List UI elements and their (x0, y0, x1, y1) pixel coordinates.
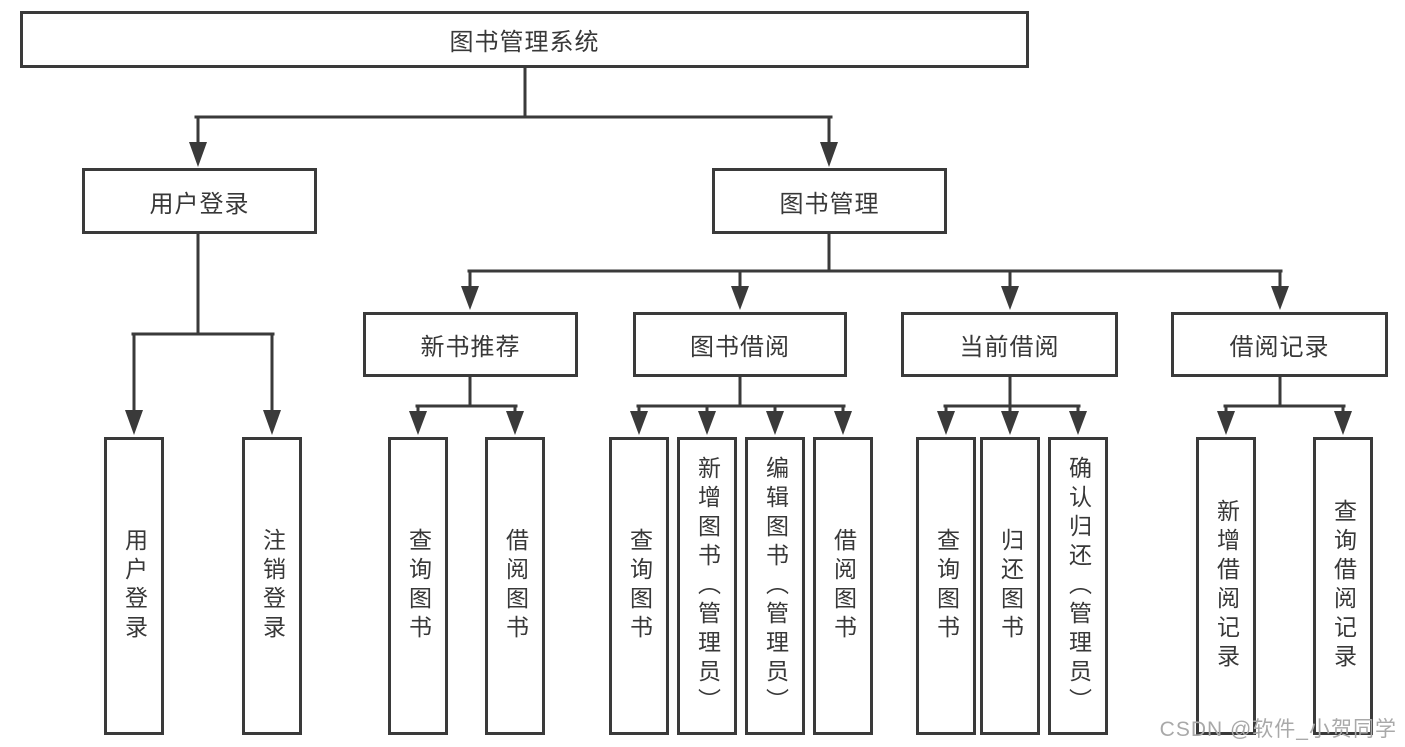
node-label: 图书管理 (779, 190, 880, 218)
node-label: 用户登录 (149, 190, 250, 218)
node-label: 图书借阅 (690, 334, 790, 361)
leaf-newbooks-search-books: 查询图书 (388, 437, 448, 735)
leaf-borrow-borrow-books: 借阅图书 (813, 437, 873, 735)
leaf-current-return-books: 归还图书 (980, 437, 1040, 735)
leaf-label: 编辑图书（管理员） (762, 455, 789, 717)
node-label: 当前借阅 (959, 334, 1060, 361)
leaf-current-search-books: 查询图书 (916, 437, 976, 735)
leaf-logout-login: 注销登录 (242, 437, 302, 735)
node-book-borrowing: 图书借阅 (633, 312, 847, 377)
leaf-label: 确认归还（管理员） (1065, 455, 1092, 717)
leaf-records-search-borrow-record: 查询借阅记录 (1313, 437, 1373, 735)
leaf-borrow-add-books-admin: 新增图书（管理员） (677, 437, 737, 735)
leaf-label: 借阅图书 (830, 528, 857, 644)
leaf-label: 用户登录 (121, 528, 148, 644)
leaf-label: 查询图书 (933, 528, 960, 644)
node-label: 图书管理系统 (449, 29, 600, 56)
leaf-borrow-edit-books-admin: 编辑图书（管理员） (745, 437, 805, 735)
node-label: 借阅记录 (1229, 334, 1330, 361)
leaf-label: 查询借阅记录 (1330, 499, 1357, 673)
leaf-records-add-borrow-record: 新增借阅记录 (1196, 437, 1256, 735)
node-borrowing-records: 借阅记录 (1171, 312, 1388, 377)
leaf-label: 注销登录 (259, 528, 286, 644)
node-label: 新书推荐 (420, 334, 521, 361)
leaf-label: 新增图书（管理员） (694, 455, 721, 717)
node-new-book-recommendation: 新书推荐 (363, 312, 578, 377)
node-book-management: 图书管理 (712, 168, 947, 234)
node-library-management-system: 图书管理系统 (20, 11, 1029, 68)
leaf-label: 查询图书 (405, 528, 432, 644)
leaf-borrow-search-books: 查询图书 (609, 437, 669, 735)
leaf-label: 借阅图书 (502, 528, 529, 644)
leaf-current-confirm-return-admin: 确认归还（管理员） (1048, 437, 1108, 735)
leaf-label: 新增借阅记录 (1213, 499, 1240, 673)
node-user-login: 用户登录 (82, 168, 317, 234)
leaf-user-login: 用户登录 (104, 437, 164, 735)
leaf-label: 归还图书 (997, 528, 1024, 644)
leaf-newbooks-borrow-books: 借阅图书 (485, 437, 545, 735)
csdn-watermark: CSDN @软件_小贺同学 (1159, 718, 1397, 741)
node-current-borrowing: 当前借阅 (901, 312, 1118, 377)
leaf-label: 查询图书 (626, 528, 653, 644)
